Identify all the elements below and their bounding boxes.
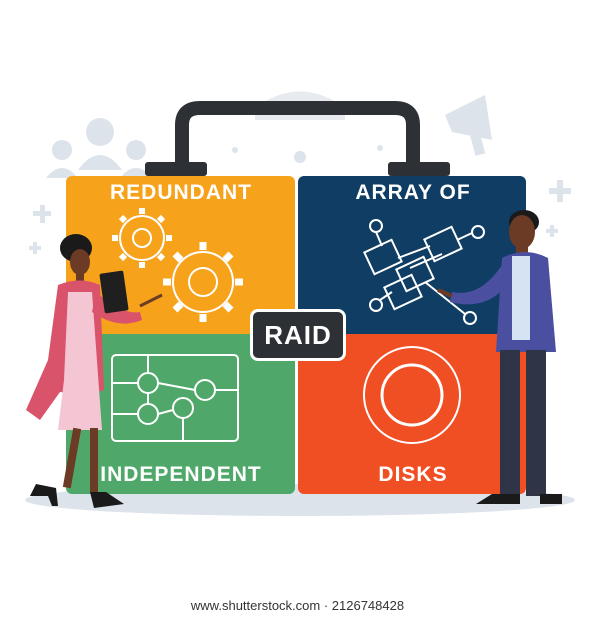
label-array-of: ARRAY OF — [355, 181, 471, 204]
illustration — [25, 91, 575, 516]
label-redundant: REDUNDANT — [110, 181, 252, 204]
raid-label: RAID — [264, 319, 332, 350]
raid-badge: RAID — [250, 309, 346, 361]
disk-icon — [363, 346, 461, 444]
plus-icon — [549, 180, 571, 202]
circuit-board-icon — [111, 354, 239, 442]
label-independent: INDEPENDENT — [100, 463, 262, 486]
plus-icon — [29, 242, 41, 254]
label-disks: DISKS — [378, 463, 448, 486]
quadrant-disks — [298, 334, 526, 494]
woman-character — [26, 234, 163, 508]
watermark-footer: www.shutterstock.com · 2126748428 — [0, 590, 595, 620]
man-character — [437, 210, 562, 504]
network-nodes-icon — [363, 219, 485, 325]
plus-icon — [33, 205, 51, 223]
briefcase-handle — [145, 101, 450, 176]
plus-icon — [546, 225, 558, 237]
gears-icon — [112, 208, 243, 322]
watermark-text: www.shutterstock.com · 2126748428 — [190, 597, 405, 613]
